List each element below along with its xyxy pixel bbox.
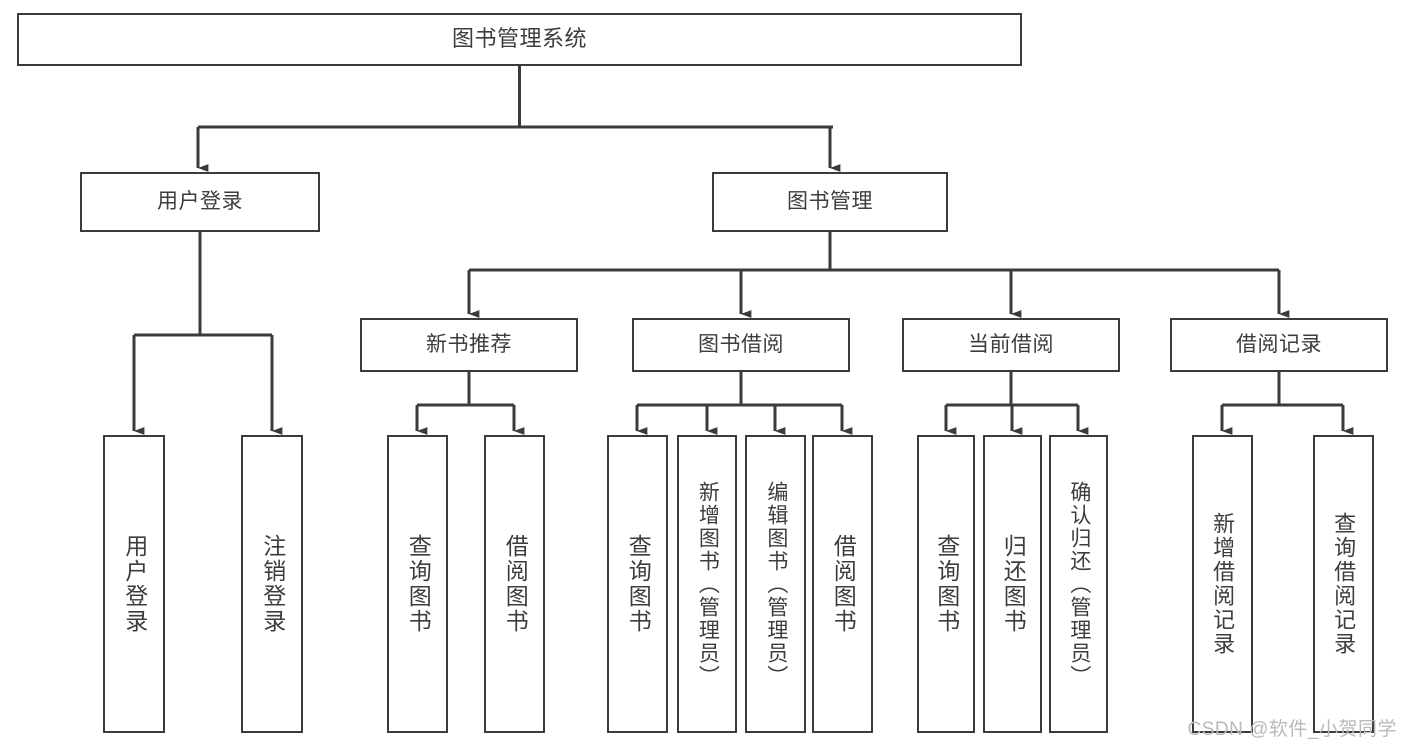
node-borrow-record[interactable]: 借阅记录 bbox=[1170, 318, 1388, 372]
node-leaf-user-logout-label: 注销登录 bbox=[259, 534, 286, 634]
node-root-label: 图书管理系统 bbox=[451, 26, 587, 52]
node-leaf-query-book-bor-label: 查询图书 bbox=[625, 534, 652, 634]
node-current-borrow[interactable]: 当前借阅 bbox=[902, 318, 1120, 372]
node-new-book-rec-label: 新书推荐 bbox=[426, 333, 512, 357]
node-user-login-label: 用户登录 bbox=[157, 190, 243, 214]
node-root[interactable]: 图书管理系统 bbox=[17, 13, 1022, 66]
node-leaf-user-login[interactable]: 用户登录 bbox=[103, 435, 165, 733]
node-leaf-return-book-label: 归还图书 bbox=[1000, 534, 1027, 634]
node-leaf-query-record[interactable]: 查询借阅记录 bbox=[1313, 435, 1374, 733]
node-leaf-add-record[interactable]: 新增借阅记录 bbox=[1192, 435, 1253, 733]
node-leaf-borrow-book-rec-label: 借阅图书 bbox=[502, 534, 529, 634]
node-book-manage[interactable]: 图书管理 bbox=[712, 172, 948, 232]
node-current-borrow-label: 当前借阅 bbox=[968, 333, 1054, 357]
node-book-borrow[interactable]: 图书借阅 bbox=[632, 318, 850, 372]
node-leaf-add-record-label: 新增借阅记录 bbox=[1210, 512, 1236, 656]
node-leaf-borrow-book-rec[interactable]: 借阅图书 bbox=[484, 435, 545, 733]
node-book-borrow-label: 图书借阅 bbox=[698, 333, 784, 357]
node-leaf-query-book-cur-label: 查询图书 bbox=[933, 534, 960, 634]
node-leaf-user-logout[interactable]: 注销登录 bbox=[241, 435, 303, 733]
node-leaf-edit-book[interactable]: 编辑图书（管理员） bbox=[745, 435, 806, 733]
node-leaf-confirm-return[interactable]: 确认归还（管理员） bbox=[1049, 435, 1108, 733]
node-leaf-edit-book-label: 编辑图书（管理员） bbox=[764, 480, 788, 688]
node-leaf-query-book-bor[interactable]: 查询图书 bbox=[607, 435, 668, 733]
node-leaf-confirm-return-label: 确认归还（管理员） bbox=[1067, 480, 1091, 688]
node-leaf-add-book[interactable]: 新增图书（管理员） bbox=[677, 435, 737, 733]
node-leaf-borrow-book-bor[interactable]: 借阅图书 bbox=[812, 435, 873, 733]
node-leaf-query-book-rec-label: 查询图书 bbox=[405, 534, 432, 634]
node-leaf-borrow-book-bor-label: 借阅图书 bbox=[830, 534, 857, 634]
node-user-login[interactable]: 用户登录 bbox=[80, 172, 320, 232]
node-leaf-query-book-cur[interactable]: 查询图书 bbox=[917, 435, 975, 733]
node-borrow-record-label: 借阅记录 bbox=[1236, 333, 1322, 357]
node-book-manage-label: 图书管理 bbox=[787, 190, 873, 214]
node-new-book-rec[interactable]: 新书推荐 bbox=[360, 318, 578, 372]
csdn-watermark: CSDN @软件_小贺同学 bbox=[1187, 719, 1397, 740]
node-leaf-query-record-label: 查询借阅记录 bbox=[1331, 512, 1357, 656]
node-leaf-add-book-label: 新增图书（管理员） bbox=[696, 480, 720, 688]
node-leaf-user-login-label: 用户登录 bbox=[121, 534, 148, 634]
node-leaf-return-book[interactable]: 归还图书 bbox=[983, 435, 1042, 733]
node-leaf-query-book-rec[interactable]: 查询图书 bbox=[387, 435, 448, 733]
